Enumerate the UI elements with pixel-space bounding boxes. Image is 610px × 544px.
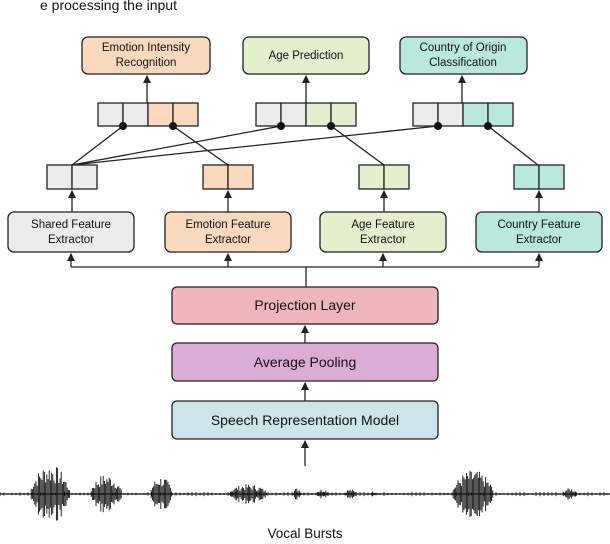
extractor-age-line2: Extractor — [360, 234, 406, 246]
concat-vector-country — [412, 102, 514, 127]
speech-model-label: Speech Representation Model — [211, 412, 399, 428]
task-emotion-line2: Recognition — [116, 57, 177, 69]
concat-vector-emotion — [97, 102, 199, 127]
extractor-emotion-line1: Emotion Feature — [185, 219, 270, 231]
feature-vector-shared — [46, 164, 98, 190]
feature-vector-country — [513, 164, 565, 190]
average-pooling-label: Average Pooling — [254, 354, 356, 370]
task-country-line1: Country of Origin — [420, 42, 507, 54]
extractor-country-line2: Extractor — [516, 234, 562, 246]
projection-layer-box: Projection Layer — [171, 286, 439, 325]
concat-vector-age — [255, 102, 357, 127]
concat-connections — [71, 125, 539, 166]
average-pooling-box: Average Pooling — [171, 342, 439, 382]
feature-vector-age — [358, 164, 410, 190]
extractor-shared-box: Shared Feature Extractor — [7, 211, 135, 253]
task-age-box: Age Prediction — [242, 36, 370, 75]
speech-model-box: Speech Representation Model — [171, 400, 439, 440]
extractor-emotion-line2: Extractor — [205, 234, 251, 246]
projection-layer-label: Projection Layer — [254, 297, 356, 313]
task-emotion-box: Emotion Intensity Recognition — [81, 36, 211, 75]
extractor-shared-line2: Extractor — [48, 234, 94, 246]
vocal-bursts-waveform — [0, 467, 610, 521]
task-emotion-line1: Emotion Intensity — [102, 42, 190, 54]
task-country-line2: Classification — [429, 57, 497, 69]
extractor-country-line1: Country Feature — [497, 219, 580, 231]
feature-vector-emotion — [202, 164, 254, 190]
extractor-age-box: Age Feature Extractor — [319, 211, 447, 253]
concat-dots — [119, 122, 492, 130]
header-fragment: e processing the input — [40, 0, 177, 13]
input-label: Vocal Bursts — [267, 526, 342, 541]
extractor-age-line1: Age Feature — [351, 219, 414, 231]
task-country-box: Country of Origin Classification — [399, 36, 528, 75]
branch-to-extractors — [67, 253, 543, 287]
extractor-emotion-box: Emotion Feature Extractor — [164, 211, 292, 253]
extractor-country-box: Country Feature Extractor — [475, 211, 603, 253]
task-age-line1: Age Prediction — [269, 50, 344, 62]
extractor-shared-line1: Shared Feature — [31, 219, 111, 231]
